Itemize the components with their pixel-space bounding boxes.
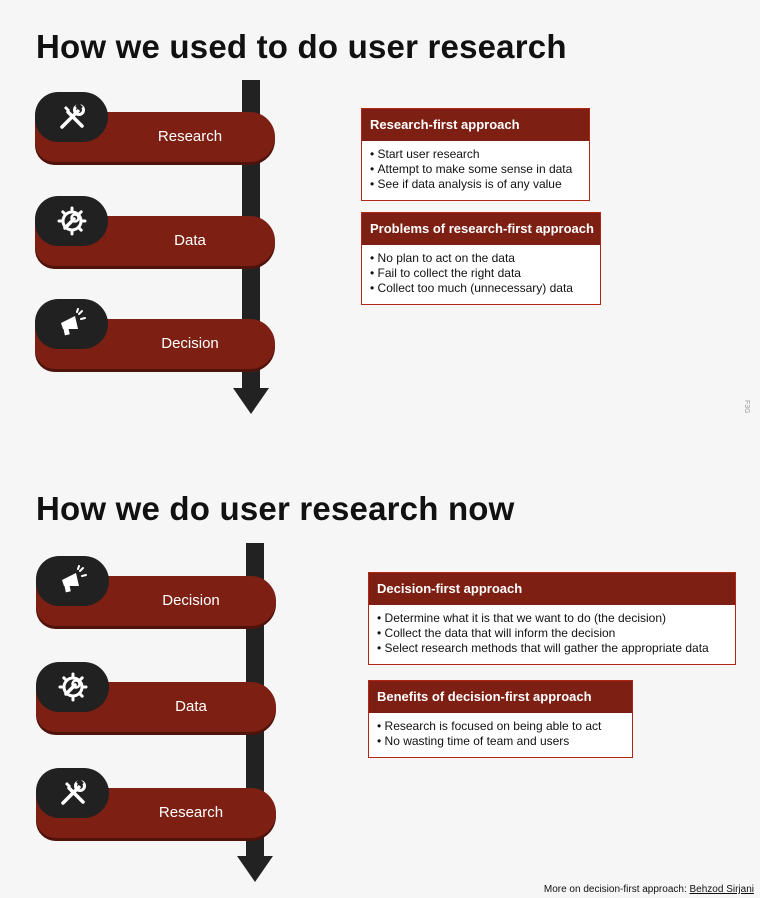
card-title: Problems of research-first approach xyxy=(362,213,600,245)
card-list: No plan to act on the data Fail to colle… xyxy=(362,245,600,304)
step-label: Data xyxy=(175,698,207,715)
step-label: Research xyxy=(158,804,224,821)
section-title-old: How we used to do user research xyxy=(36,28,567,65)
step-label: Research xyxy=(157,128,223,145)
list-item: Research is focused on being able to act xyxy=(377,719,624,734)
step-data: Data xyxy=(35,196,275,270)
footer-text: More on decision-first approach: xyxy=(543,884,687,895)
step-label: Decision xyxy=(161,335,219,352)
megaphone-icon xyxy=(36,556,109,606)
megaphone-icon xyxy=(35,299,108,349)
step-decision: Decision xyxy=(36,556,276,630)
card-list: Research is focused on being able to act… xyxy=(369,713,632,757)
card-title: Benefits of decision-first approach xyxy=(369,681,632,713)
list-item: Determine what it is that we want to do … xyxy=(377,611,727,626)
card-decision-first: Decision-first approach Determine what i… xyxy=(368,572,736,665)
card-benefits-decision-first: Benefits of decision-first approach Rese… xyxy=(368,680,633,758)
section-title-new: How we do user research now xyxy=(36,490,515,527)
card-list: Start user research Attempt to make some… xyxy=(362,141,589,200)
card-list: Determine what it is that we want to do … xyxy=(369,605,735,664)
timeline-arrowhead xyxy=(237,856,273,882)
list-item: See if data analysis is of any value xyxy=(370,177,581,192)
card-problems-research-first: Problems of research-first approach No p… xyxy=(361,212,601,305)
timeline-arrowhead xyxy=(233,388,269,414)
footer-credit: More on decision-first approach: Behzod … xyxy=(544,884,754,895)
step-data: Data xyxy=(36,662,276,736)
list-item: Attempt to make some sense in data xyxy=(370,162,581,177)
list-item: No wasting time of team and users xyxy=(377,734,624,749)
tools-icon xyxy=(36,768,109,818)
tools-icon xyxy=(35,92,108,142)
step-label: Data xyxy=(174,232,206,249)
step-research: Research xyxy=(36,768,276,842)
step-decision: Decision xyxy=(35,299,275,373)
list-item: Start user research xyxy=(370,147,581,162)
gear-wrench-icon xyxy=(35,196,108,246)
side-mark: F3G xyxy=(743,400,750,414)
card-research-first: Research-first approach Start user resea… xyxy=(361,108,590,201)
list-item: Collect the data that will inform the de… xyxy=(377,626,727,641)
list-item: Fail to collect the right data xyxy=(370,266,592,281)
card-title: Decision-first approach xyxy=(369,573,735,605)
list-item: Select research methods that will gather… xyxy=(377,641,727,656)
step-label: Decision xyxy=(162,592,220,609)
author-link[interactable]: Behzod Sirjani xyxy=(689,884,754,895)
card-title: Research-first approach xyxy=(362,109,589,141)
step-research: Research xyxy=(35,92,275,166)
list-item: No plan to act on the data xyxy=(370,251,592,266)
list-item: Collect too much (unnecessary) data xyxy=(370,281,592,296)
gear-wrench-icon xyxy=(36,662,109,712)
